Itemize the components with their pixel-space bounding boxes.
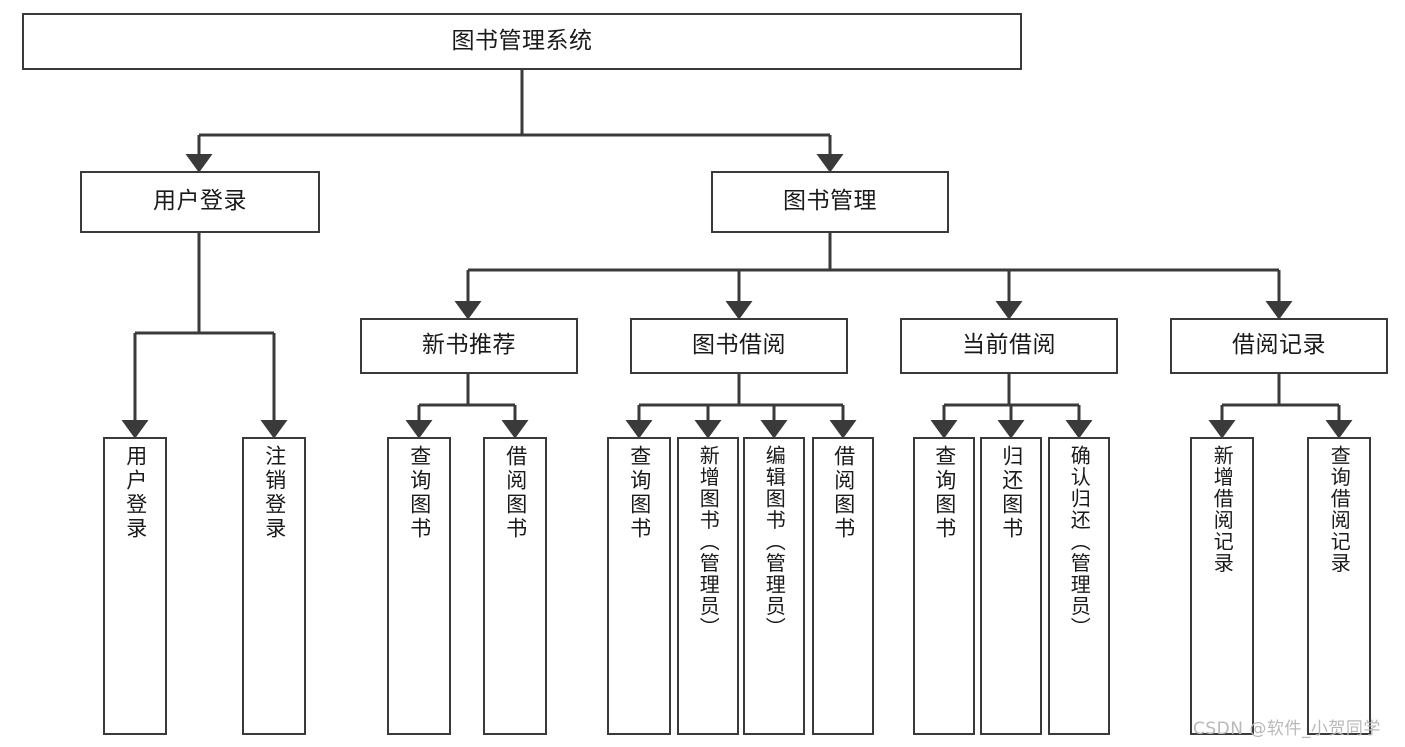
node-leaf-label: 借阅图书 xyxy=(831,445,856,541)
node-leaf-label: 新增借阅记录 xyxy=(1210,445,1235,574)
node-leaf-label: 借阅图书 xyxy=(503,445,528,541)
node-leaf-return-book[interactable]: 归还图书 xyxy=(980,437,1042,735)
node-leaf-query-book-borrow[interactable]: 查询图书 xyxy=(607,437,671,735)
node-current-borrow-label: 当前借阅 xyxy=(962,332,1056,359)
node-leaf-label: 注销登录 xyxy=(262,445,287,541)
node-leaf-query-borrow-record[interactable]: 查询借阅记录 xyxy=(1307,437,1371,735)
node-leaf-confirm-return-admin[interactable]: 确认归还（管理员） xyxy=(1048,437,1110,735)
node-leaf-label: 查询图书 xyxy=(627,445,652,541)
node-leaf-query-book-current[interactable]: 查询图书 xyxy=(913,437,975,735)
node-book-management-label: 图书管理 xyxy=(783,188,877,215)
node-new-book-recommend[interactable]: 新书推荐 xyxy=(360,318,578,374)
node-leaf-label: 查询图书 xyxy=(407,445,432,541)
node-leaf-edit-book-admin[interactable]: 编辑图书（管理员） xyxy=(743,437,805,735)
node-leaf-add-borrow-record[interactable]: 新增借阅记录 xyxy=(1190,437,1254,735)
node-leaf-label: 查询图书 xyxy=(932,445,957,541)
node-leaf-logout[interactable]: 注销登录 xyxy=(242,437,306,735)
node-root-label: 图书管理系统 xyxy=(451,27,593,54)
node-borrow-records[interactable]: 借阅记录 xyxy=(1170,318,1388,374)
node-leaf-label: 编辑图书（管理员） xyxy=(762,445,787,639)
node-leaf-add-book-admin[interactable]: 新增图书（管理员） xyxy=(677,437,739,735)
node-root-system[interactable]: 图书管理系统 xyxy=(22,13,1022,70)
node-leaf-label: 新增图书（管理员） xyxy=(696,445,721,639)
node-leaf-borrow-book[interactable]: 借阅图书 xyxy=(812,437,874,735)
csdn-watermark: CSDN @软件_小贺同学 xyxy=(1193,719,1381,739)
node-book-borrow-label: 图书借阅 xyxy=(692,332,786,359)
node-leaf-query-book-new[interactable]: 查询图书 xyxy=(387,437,451,735)
node-borrow-records-label: 借阅记录 xyxy=(1232,332,1326,359)
node-current-borrow[interactable]: 当前借阅 xyxy=(900,318,1118,374)
node-new-book-recommend-label: 新书推荐 xyxy=(422,332,516,359)
node-user-login-label: 用户登录 xyxy=(153,188,247,215)
node-leaf-label: 归还图书 xyxy=(999,445,1024,541)
node-leaf-label: 用户登录 xyxy=(123,445,148,541)
node-book-borrow[interactable]: 图书借阅 xyxy=(630,318,848,374)
node-leaf-borrow-book-new[interactable]: 借阅图书 xyxy=(483,437,547,735)
node-book-management[interactable]: 图书管理 xyxy=(711,171,949,233)
node-leaf-label: 确认归还（管理员） xyxy=(1067,445,1092,639)
node-leaf-user-login[interactable]: 用户登录 xyxy=(103,437,167,735)
node-leaf-label: 查询借阅记录 xyxy=(1327,445,1352,574)
node-user-login[interactable]: 用户登录 xyxy=(80,171,320,233)
